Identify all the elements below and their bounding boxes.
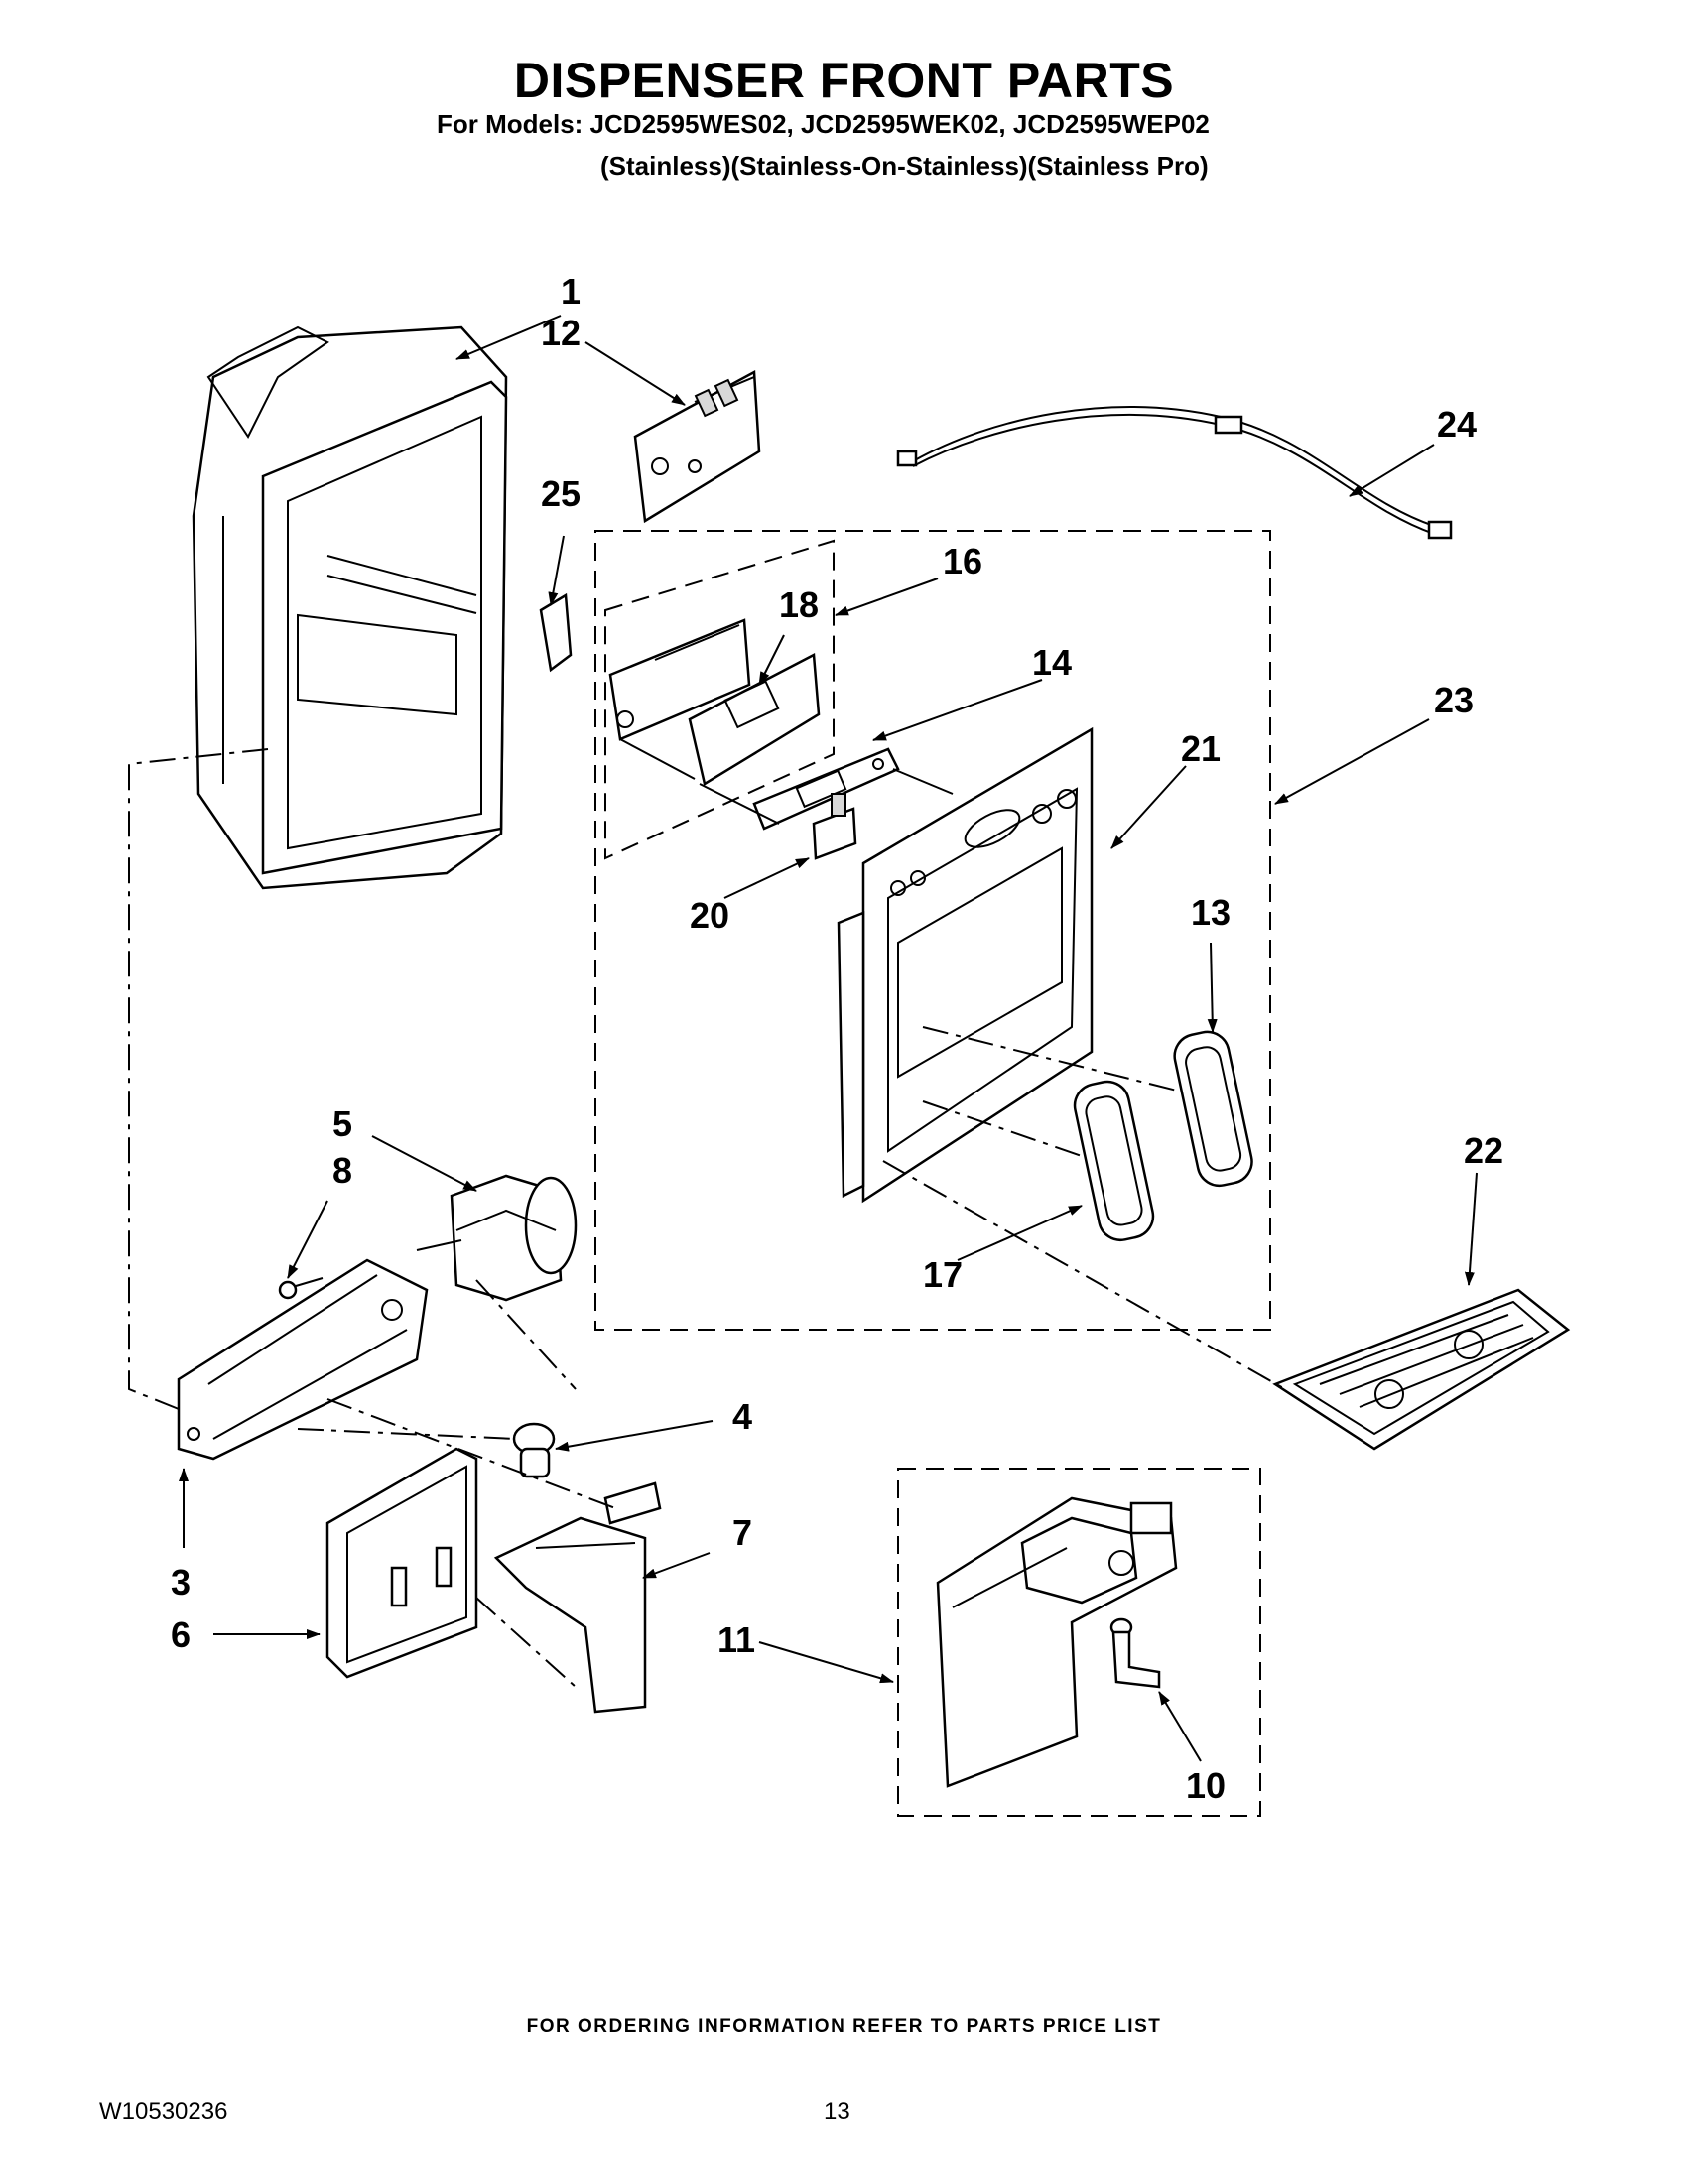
callout-13: 13: [1191, 892, 1231, 933]
callout-24: 24: [1437, 404, 1477, 445]
user-interface-board: [608, 618, 751, 741]
callout-10: 10: [1186, 1765, 1226, 1806]
callout-20: 20: [690, 895, 729, 936]
wire-harness: [896, 406, 1453, 540]
callout-21: 21: [1181, 728, 1221, 769]
board-frame: [688, 653, 821, 786]
switch: [812, 793, 857, 860]
document-number: W10530236: [99, 2098, 228, 2124]
bracket: [752, 747, 900, 831]
callout-6: 6: [171, 1614, 191, 1655]
screw: [278, 1277, 324, 1300]
finish-list: (Stainless)(Stainless-On-Stainless)(Stai…: [600, 151, 1209, 181]
callout-14: 14: [1032, 642, 1072, 683]
callout-16: 16: [943, 541, 982, 581]
callout-22: 22: [1464, 1130, 1503, 1171]
leader-front-panel: [892, 768, 954, 795]
clip: [539, 592, 573, 673]
drip-tray: [1272, 1288, 1571, 1451]
alignment-line-flap: [475, 1597, 577, 1688]
page-number: 13: [824, 2098, 850, 2124]
door-flap: [325, 1447, 478, 1679]
callout-5: 5: [332, 1103, 352, 1144]
mounting-bracket: [177, 1258, 429, 1461]
motor: [416, 1174, 578, 1302]
leader-bracket: [699, 783, 780, 825]
control-board: [633, 369, 761, 524]
callout-8: 8: [332, 1150, 352, 1191]
callout-arrows: [179, 315, 1478, 1762]
front-panel-assembly-outline: [594, 530, 1271, 1331]
cam: [512, 1422, 556, 1478]
callout-17: 17: [923, 1254, 963, 1295]
page-title: DISPENSER FRONT PARTS: [513, 53, 1175, 108]
dispenser-pad-left: [1073, 1080, 1155, 1242]
lever: [493, 1481, 662, 1714]
alignment-line-pad-right: [922, 1026, 1182, 1092]
callout-1: 1: [561, 271, 581, 312]
alignment-line-lever: [326, 1398, 616, 1509]
callout-12: 12: [541, 313, 581, 353]
callout-7: 7: [732, 1512, 752, 1553]
alignment-line-cam: [297, 1428, 517, 1440]
alignment-line-housing: [128, 748, 269, 1410]
callout-4: 4: [732, 1396, 752, 1437]
front-panel: [837, 726, 1094, 1204]
callout-18: 18: [779, 584, 819, 625]
dispenser-pad-right: [1173, 1030, 1253, 1188]
ordering-note: FOR ORDERING INFORMATION REFER TO PARTS …: [526, 2016, 1162, 2037]
model-list: For Models: JCD2595WES02, JCD2595WEK02, …: [437, 109, 1210, 139]
ice-chute-assembly-outline: [897, 1468, 1261, 1817]
alignment-line-pad-left: [922, 1100, 1083, 1157]
callout-3: 3: [171, 1562, 191, 1603]
alignment-line-motor: [475, 1279, 577, 1390]
user-interface-assembly-outline: [604, 539, 835, 860]
alignment-line-tray: [882, 1160, 1286, 1390]
leader-board-frame: [619, 738, 696, 780]
dispenser-housing: [192, 325, 508, 890]
callout-25: 25: [541, 473, 581, 514]
ice-chute: [936, 1496, 1178, 1788]
elbow-fitting: [1109, 1617, 1161, 1689]
callout-23: 23: [1434, 680, 1474, 720]
callout-11: 11: [717, 1619, 755, 1660]
